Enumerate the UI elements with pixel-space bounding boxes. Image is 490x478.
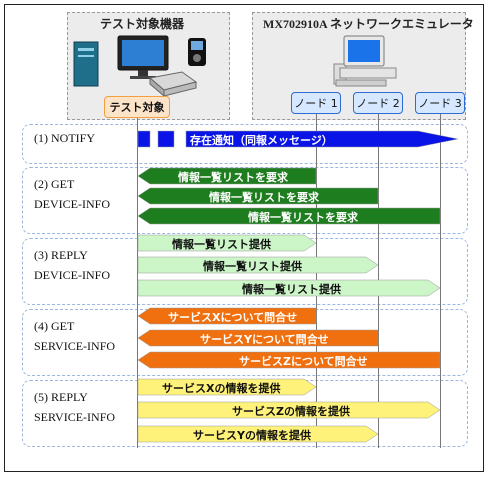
broadcast-arrow: [185, 130, 459, 148]
test-target-label: テスト対象: [104, 96, 170, 118]
broadcast-block-2: [157, 130, 175, 148]
request-arrow-node-3: [137, 351, 441, 369]
message-label: サービスYについて問合せ: [200, 333, 329, 346]
message-label: サービスXについて問合せ: [168, 311, 298, 324]
message-label: サービスXの情報を提供: [162, 382, 281, 395]
reply-arrow-node-3: [137, 279, 441, 297]
message-label: 存在通知（同報メッセージ）: [190, 134, 333, 147]
step-2-label: (2) GET DEVICE-INFO: [34, 177, 110, 211]
target-device-title: テスト対象機器: [100, 17, 185, 31]
message-label: サービスZについて問合せ: [239, 355, 368, 368]
node-2-label: ノード 2: [353, 92, 403, 114]
reply-arrow-node-3: [137, 401, 441, 419]
node-1-label: ノード 1: [291, 92, 341, 114]
step-1-section: [22, 124, 468, 164]
game-console-icon: [148, 71, 198, 98]
message-label: 情報一覧リストを要求: [178, 171, 288, 184]
request-arrow-node-1: [137, 307, 317, 325]
message-label: サービスZの情報を提供: [232, 405, 350, 418]
desktop-pc-icon: [333, 35, 397, 87]
broadcast-block-1: [137, 130, 151, 148]
step-1-label: (1) NOTIFY: [34, 131, 95, 145]
step-3-label: (3) REPLY DEVICE-INFO: [34, 248, 110, 282]
message-label: 情報一覧リスト提供: [172, 238, 271, 251]
message-label: 情報一覧リストを要求: [248, 211, 358, 224]
target-lifeline: [137, 118, 138, 448]
node-3-label: ノード 3: [415, 92, 465, 114]
message-label: 情報一覧リストを要求: [209, 191, 319, 204]
reply-arrow-node-1: [137, 378, 317, 396]
reply-arrow-node-2: [137, 425, 379, 443]
message-label: 情報一覧リスト提供: [203, 260, 302, 273]
pc-tower-icon: [73, 41, 99, 87]
reply-arrow-node-2: [137, 256, 379, 274]
media-player-icon: [188, 38, 206, 66]
step-2-section: [22, 167, 468, 234]
request-arrow-node-2: [137, 187, 379, 205]
message-label: 情報一覧リスト提供: [242, 283, 341, 296]
reply-arrow-node-1: [137, 234, 317, 252]
emulator-title: MX702910A ネットワークエミュレータ: [263, 17, 474, 31]
request-arrow-node-2: [137, 329, 379, 347]
node-3-lifeline: [440, 114, 441, 448]
request-arrow-node-3: [137, 207, 441, 225]
request-arrow-node-1: [137, 167, 317, 185]
step-4-label: (4) GET SERVICE-INFO: [34, 319, 116, 353]
monitor-icon: [117, 35, 169, 79]
message-label: サービスYの情報を提供: [193, 429, 311, 442]
step-5-label: (5) REPLY SERVICE-INFO: [34, 390, 116, 424]
